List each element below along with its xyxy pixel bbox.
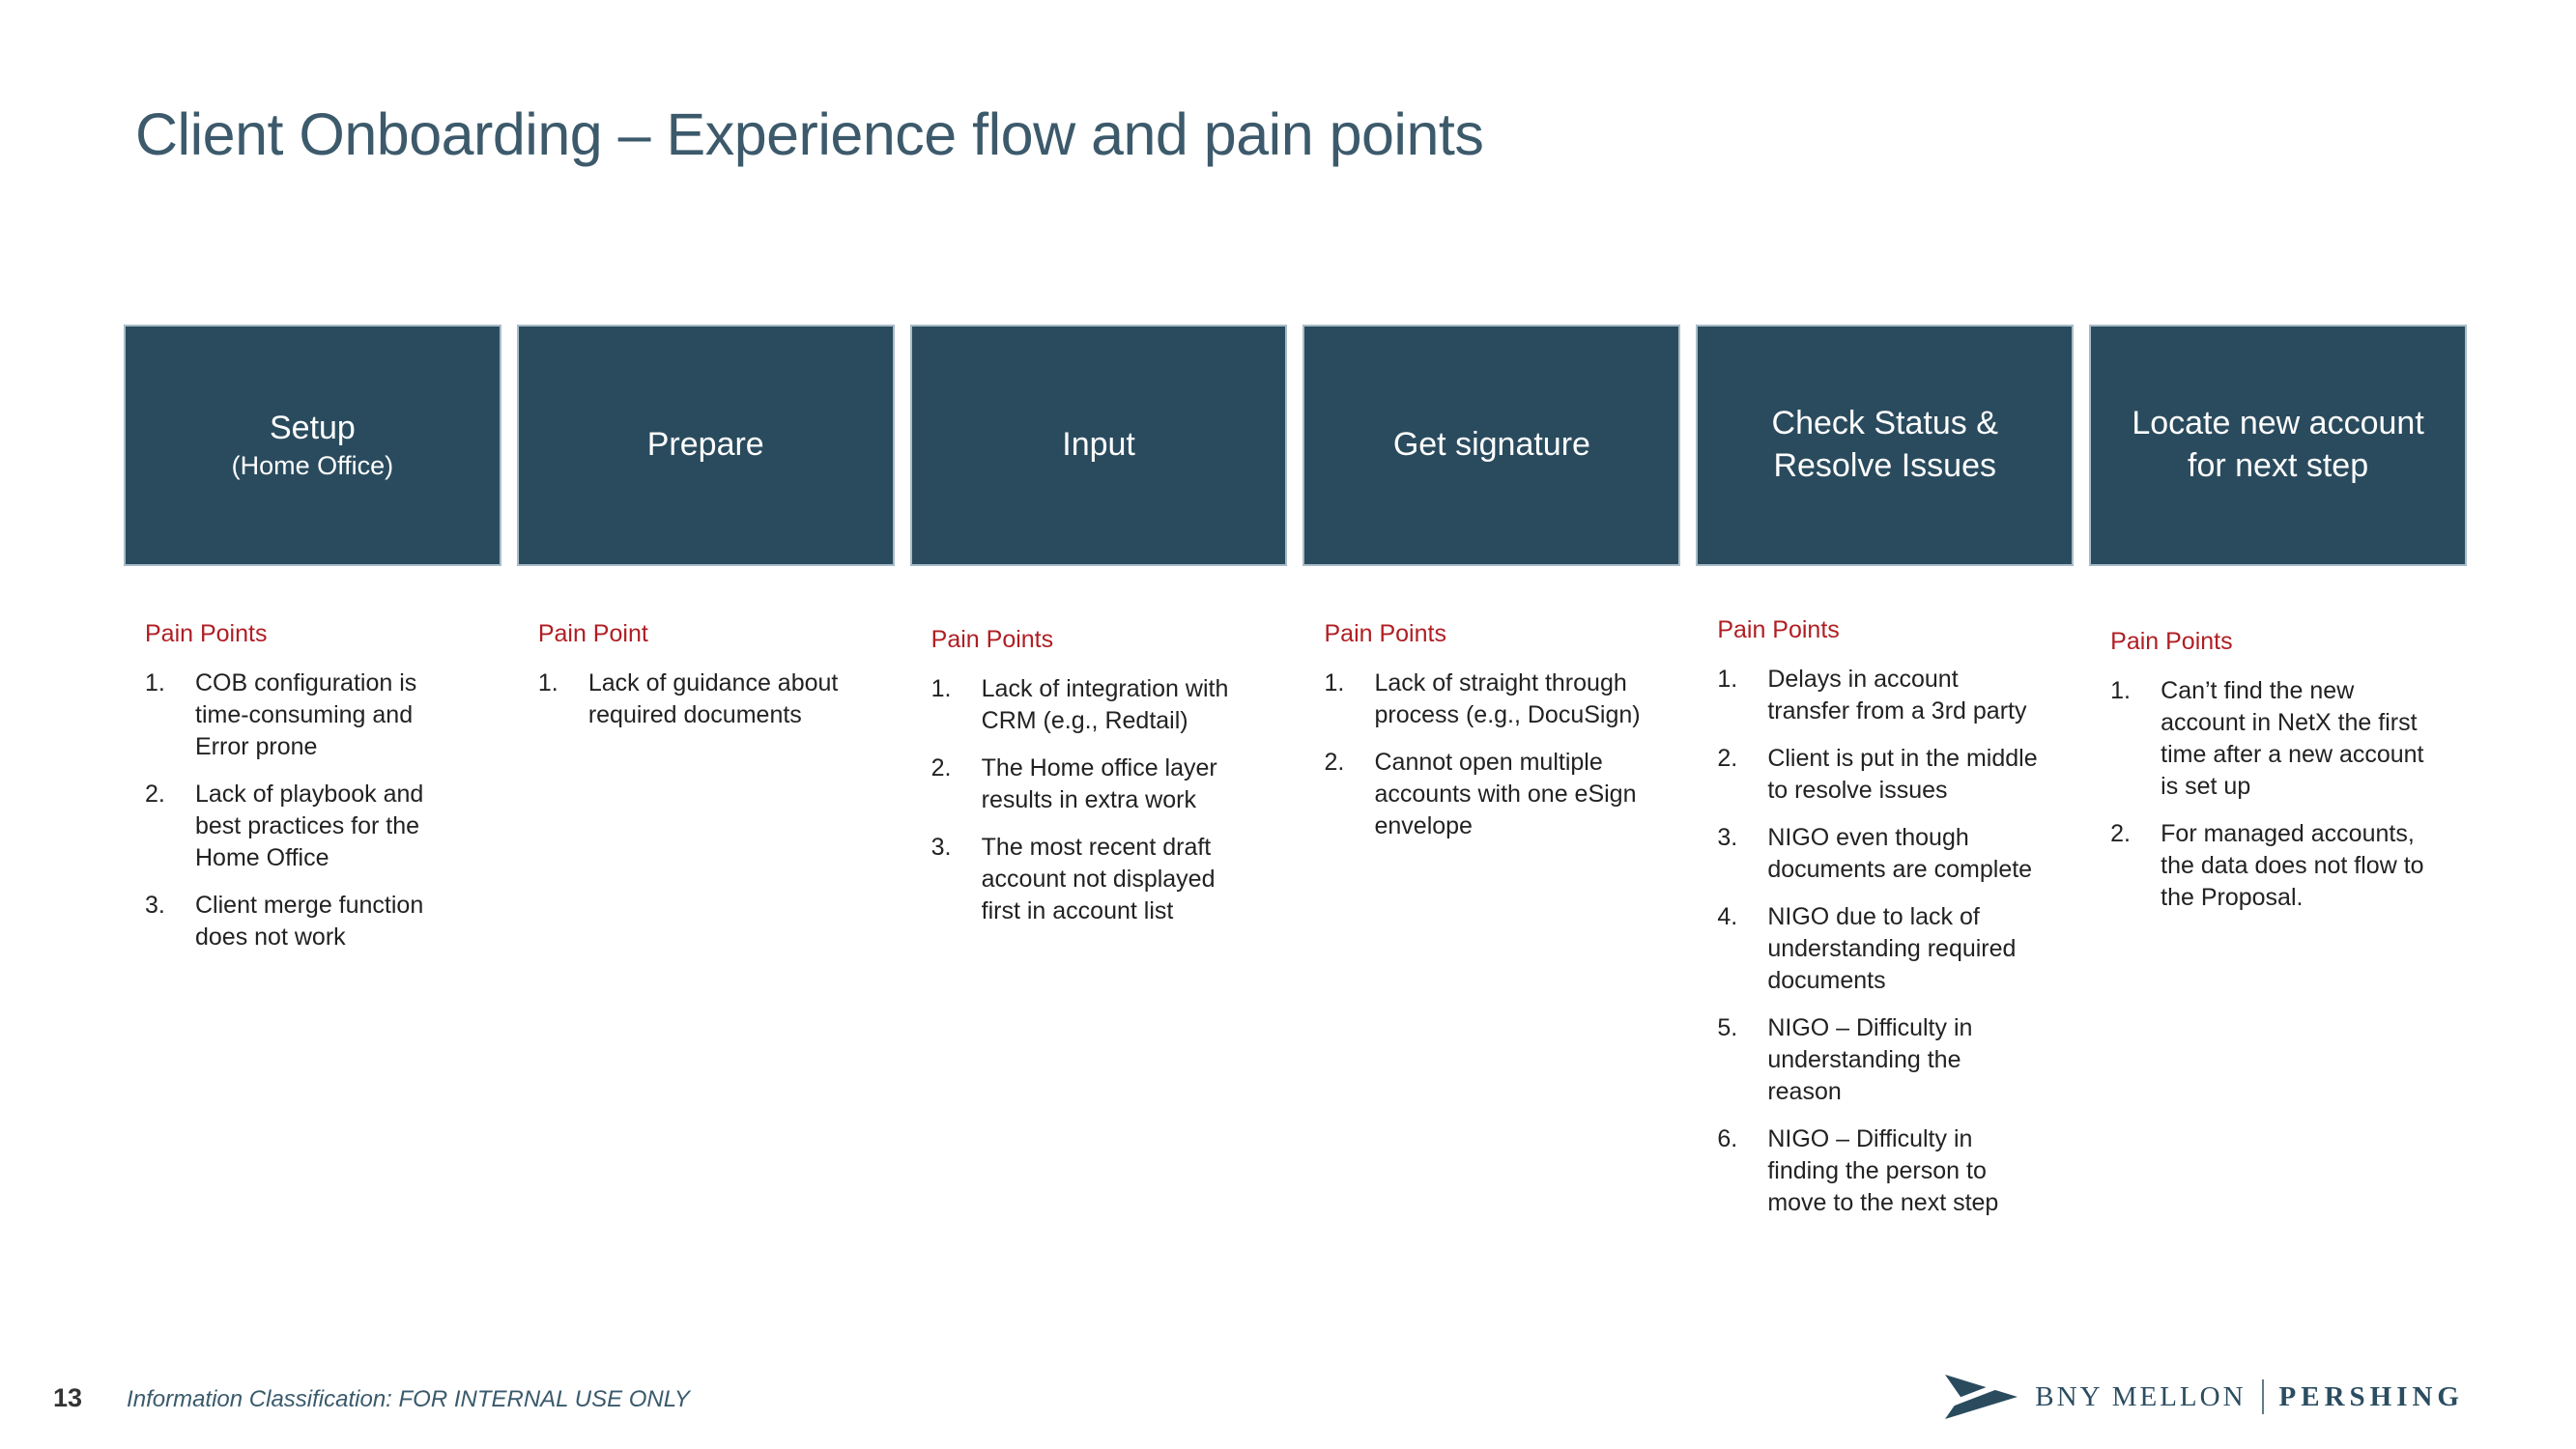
list-item-text: Lack of straight through process (e.g., … — [1374, 669, 1641, 728]
brand-divider — [2261, 1379, 2264, 1414]
pain-header: Pain Point — [537, 620, 648, 647]
list-item-text: Lack of guidance about required document… — [587, 669, 839, 728]
stage-label: Check Status & Resolve Issues — [1771, 405, 1998, 484]
list-item-text: COB configuration is time-consuming and … — [195, 669, 417, 760]
list-item-number: 1. — [2110, 677, 2131, 704]
list-item: 2. For managed accounts, the data does n… — [2110, 818, 2434, 914]
list-item: 3. Client merge function does not work — [145, 890, 469, 953]
pain-header: Pain Points — [1717, 616, 1840, 643]
list-item-text: Client is put in the middle to resolve i… — [1767, 745, 2038, 804]
stage-box-locate-account: Locate new account for next step — [2089, 325, 2467, 566]
pain-column-locate-account: Pain Points 1. Can’t find the new accoun… — [2089, 620, 2467, 929]
pain-column-setup: Pain Points 1. COB configuration is time… — [124, 620, 501, 969]
pain-column-check-status: Pain Points 1. Delays in account transfe… — [1696, 616, 2074, 1235]
list-item-number: 3. — [930, 834, 952, 861]
list-item-text: NIGO – Difficulty in finding the person … — [1767, 1125, 1999, 1216]
list-item: 1. Lack of straight through process (e.g… — [1324, 668, 1647, 731]
list-item-text: NIGO even though documents are complete — [1767, 824, 2033, 883]
list-item-number: 2. — [145, 781, 165, 808]
list-item-text: Lack of integration with CRM (e.g., Redt… — [981, 675, 1229, 734]
list-item-text: The most recent draft account not displa… — [981, 834, 1216, 924]
list-item-text: Lack of playbook and best practices for … — [195, 781, 424, 871]
pain-header: Pain Points — [2110, 628, 2233, 655]
stage-label: Input — [1062, 426, 1135, 464]
list-item-number: 3. — [1717, 824, 1738, 851]
stage-box-input: Input — [909, 325, 1288, 566]
list-item-number: 2. — [1717, 745, 1738, 772]
stage-sublabel: (Home Office) — [231, 450, 394, 480]
pain-header: Pain Points — [1324, 620, 1446, 647]
brand-logo: BNY MELLON PERSHING — [1944, 1368, 2464, 1426]
list-item: 1. COB configuration is time-consuming a… — [145, 668, 469, 763]
list-item-number: 2. — [2110, 820, 2131, 847]
list-item: 3. The most recent draft account not dis… — [931, 832, 1255, 927]
list-item: 6. NIGO – Difficulty in finding the pers… — [1717, 1123, 2041, 1219]
list-item-text: NIGO – Difficulty in understanding the r… — [1767, 1014, 1973, 1105]
brand-division: PERSHING — [2278, 1380, 2464, 1412]
stage-box-setup: Setup (Home Office) — [124, 325, 501, 566]
pain-header: Pain Points — [930, 626, 1054, 653]
list-item: 2. The Home office layer results in extr… — [931, 753, 1255, 816]
bny-mellon-arrow-icon — [1944, 1375, 2018, 1419]
page-title: Client Onboarding – Experience flow and … — [135, 101, 1484, 167]
list-item-text: Delays in account transfer from a 3rd pa… — [1767, 666, 2027, 724]
footer: 13 Information Classification: FOR INTER… — [53, 1383, 690, 1413]
list-item: 5. NIGO – Difficulty in understanding th… — [1717, 1012, 2041, 1108]
stage-box-prepare: Prepare — [516, 325, 895, 566]
list-item-text: Can’t find the new account in NetX the f… — [2161, 677, 2424, 800]
list-item: 1. Can’t find the new account in NetX th… — [2110, 675, 2434, 803]
list-item-number: 2. — [930, 754, 952, 781]
list-item-text: Cannot open multiple accounts with one e… — [1374, 749, 1637, 839]
page-number: 13 — [53, 1383, 83, 1412]
stage-box-get-signature: Get signature — [1302, 325, 1681, 566]
stage-label: Setup — [269, 410, 356, 447]
list-item: 2. Lack of playbook and best practices f… — [145, 779, 469, 874]
stage-label: Prepare — [646, 426, 764, 464]
list-item-number: 4. — [1717, 903, 1738, 930]
list-item-number: 5. — [1717, 1014, 1738, 1041]
list-item-number: 1. — [930, 675, 952, 702]
pain-header: Pain Points — [145, 620, 268, 647]
classification-text: Information Classification: FOR INTERNAL… — [127, 1386, 690, 1412]
list-item: 1. Lack of integration with CRM (e.g., R… — [931, 673, 1255, 737]
list-item: 1. Lack of guidance about required docum… — [538, 668, 862, 731]
stage-label: Locate new account for next step — [2132, 405, 2424, 484]
pain-column-input: Pain Points 1. Lack of integration with … — [910, 620, 1288, 943]
stage-label: Get signature — [1392, 426, 1590, 464]
list-item-number: 2. — [1324, 749, 1345, 776]
stage-flow: Setup (Home Office) Prepare Input Get si… — [124, 325, 2467, 566]
stage-box-check-status: Check Status & Resolve Issues — [1696, 325, 2075, 566]
brand-name: BNY MELLON — [2035, 1380, 2247, 1412]
list-item-number: 3. — [145, 892, 165, 919]
list-item-number: 1. — [1717, 666, 1738, 693]
pain-points-section: Pain Points 1. COB configuration is time… — [124, 616, 2467, 1235]
list-item: 4. NIGO due to lack of understanding req… — [1717, 901, 2041, 997]
list-item: 2. Cannot open multiple accounts with on… — [1324, 747, 1647, 842]
list-item-text: For managed accounts, the data does not … — [2161, 820, 2424, 911]
list-item-number: 6. — [1717, 1125, 1738, 1152]
list-item-text: NIGO due to lack of understanding requir… — [1767, 903, 2017, 994]
list-item-number: 1. — [537, 669, 558, 696]
list-item-number: 1. — [1324, 669, 1345, 696]
pain-column-prepare: Pain Point 1. Lack of guidance about req… — [517, 620, 895, 747]
list-item: 3. NIGO even though documents are comple… — [1717, 822, 2041, 886]
list-item: 2. Client is put in the middle to resolv… — [1717, 743, 2041, 807]
list-item-number: 1. — [145, 669, 165, 696]
list-item: 1. Delays in account transfer from a 3rd… — [1717, 664, 2041, 727]
list-item-text: Client merge function does not work — [195, 892, 424, 951]
list-item-text: The Home office layer results in extra w… — [981, 754, 1217, 813]
pain-column-get-signature: Pain Points 1. Lack of straight through … — [1302, 620, 1680, 858]
